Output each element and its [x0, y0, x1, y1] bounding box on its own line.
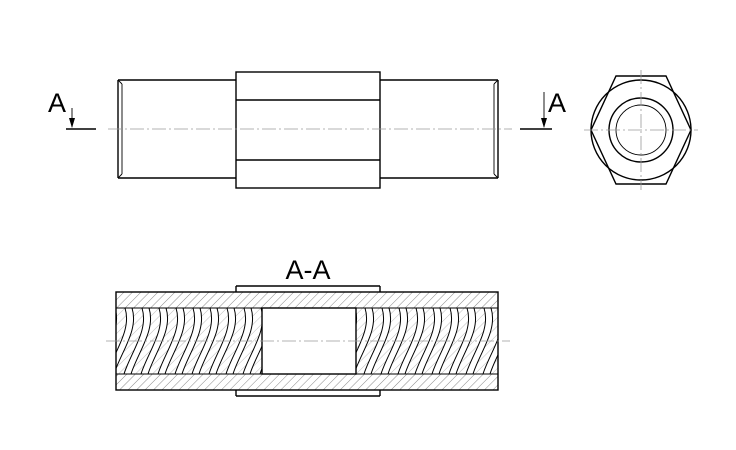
section-title: A-A: [285, 255, 330, 285]
section-marker-left: A: [48, 88, 96, 130]
end-view: [584, 70, 698, 190]
section-marker-right: A: [520, 88, 566, 130]
arrowhead-left-icon: [69, 118, 75, 128]
thread-coil: [397, 308, 425, 374]
thread-coil: [157, 308, 185, 374]
thread-coil: [191, 308, 219, 374]
front-right-collar: [380, 79, 499, 179]
thread-coil: [123, 308, 151, 374]
thread-left: [116, 308, 262, 374]
thread-coil: [482, 337, 498, 374]
thread-coil: [140, 308, 168, 374]
thread-right: [356, 308, 498, 374]
thread-coil: [380, 308, 408, 374]
section-letter-left: A: [48, 88, 66, 118]
thread-coil: [174, 308, 202, 374]
thread-coil: [208, 308, 236, 374]
section-letter-right: A: [548, 88, 566, 118]
front-view: [108, 71, 512, 189]
thread-coil: [431, 308, 459, 374]
arrowhead-right-icon: [541, 118, 547, 128]
thread-coil: [465, 308, 493, 374]
thread-coil: [242, 308, 262, 374]
thread-coil: [448, 308, 476, 374]
thread-coil: [116, 308, 134, 370]
section-view: [106, 285, 510, 397]
thread-coil: [414, 308, 442, 374]
thread-coil: [363, 308, 391, 374]
thread-coil: [356, 308, 374, 370]
thread-coil: [225, 308, 253, 374]
front-hex-body: [235, 71, 381, 189]
